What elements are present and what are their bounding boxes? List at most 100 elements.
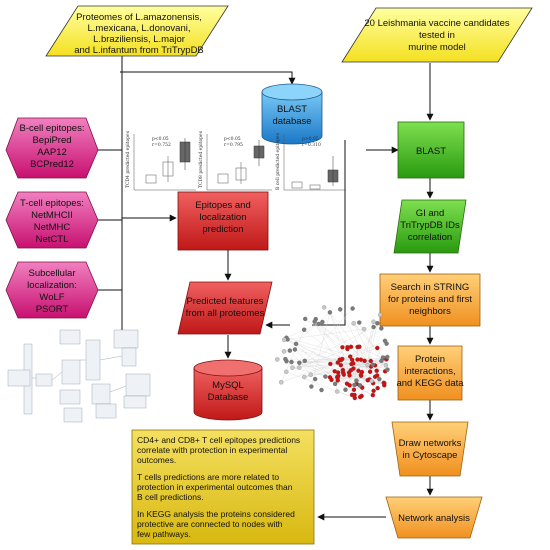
network-node bbox=[282, 337, 287, 342]
mysql-database: MySQL Database bbox=[193, 359, 263, 421]
network-node bbox=[284, 369, 289, 375]
network-node bbox=[357, 383, 363, 388]
network-node bbox=[375, 345, 380, 351]
network-node bbox=[308, 372, 313, 377]
network-node bbox=[312, 376, 318, 382]
network-edge bbox=[376, 359, 387, 371]
vaccine-line2: tested in bbox=[419, 30, 455, 41]
network-node bbox=[375, 385, 380, 391]
network-node bbox=[347, 373, 352, 378]
predicted-line1: Predicted features bbox=[186, 296, 263, 307]
network-node bbox=[281, 349, 287, 354]
network-node bbox=[380, 355, 386, 360]
network-node bbox=[351, 321, 356, 326]
network-node bbox=[327, 375, 333, 380]
network-node bbox=[340, 370, 346, 375]
boxplot-tcd4: TCD4 predicted epitopes p<0.05 r=0.752 bbox=[125, 130, 196, 191]
network-edge bbox=[329, 312, 348, 350]
network-node bbox=[347, 383, 352, 388]
subcellular-localization-tools: Subcellular localization: WoLF PSORT bbox=[5, 261, 99, 319]
network-node bbox=[303, 316, 308, 322]
mysql-line2: Database bbox=[208, 392, 249, 403]
proteomes-line4: and L.infantum from TriTrypDB bbox=[74, 45, 204, 56]
predicted-line2: from all proteomes bbox=[186, 308, 265, 319]
conclusion3-line1: In KEGG analysis the proteins considered bbox=[137, 509, 295, 519]
network-node bbox=[350, 306, 355, 311]
network-node bbox=[370, 392, 376, 398]
epitopes-line1: Epitopes and bbox=[195, 200, 250, 211]
network-node bbox=[321, 305, 327, 310]
network-node bbox=[327, 310, 333, 315]
subcell-line4: PSORT bbox=[36, 304, 69, 315]
conclusion1-line1: CD4+ and CD8+ T cell epitopes prediction… bbox=[137, 435, 300, 445]
gi-line2: TriTrypDB IDs bbox=[400, 220, 460, 231]
plot1-ylabel: TCD4 predicted epitopes bbox=[125, 130, 131, 188]
conclusion3-line2: protective are connected to nodes with bbox=[137, 519, 283, 529]
conclusion2-line2: protection in experimental outcomes than bbox=[137, 482, 293, 492]
network-edge bbox=[330, 321, 374, 365]
network-node bbox=[383, 363, 389, 368]
network-edge bbox=[335, 364, 373, 385]
network-edge bbox=[353, 323, 385, 359]
string-line3: neighbors bbox=[409, 306, 451, 317]
network-edge bbox=[353, 346, 358, 390]
network-node bbox=[337, 357, 342, 362]
string-search-step: Search in STRING for proteins and first … bbox=[379, 273, 481, 327]
cytoscape-step: Draw networks in Cytoscape bbox=[391, 421, 469, 477]
network-node bbox=[297, 360, 302, 365]
network-edge bbox=[311, 312, 331, 387]
network-node bbox=[352, 382, 357, 388]
blast-database: BLAST database bbox=[261, 83, 323, 145]
epitopes-prediction-step: Epitopes and localization prediction bbox=[177, 191, 269, 251]
network-node bbox=[357, 320, 362, 325]
network-node bbox=[287, 348, 293, 353]
vaccine-line3: murine model bbox=[408, 42, 466, 53]
tcell-line3: NetMHC bbox=[34, 222, 71, 233]
network-node bbox=[349, 361, 354, 367]
network-node bbox=[365, 362, 370, 368]
network-edge bbox=[359, 359, 387, 386]
network-node bbox=[382, 338, 388, 344]
network-edge bbox=[361, 321, 374, 373]
boxplot-tcd8: TCD8 predicted epitopes p<0.05 r=0.795 bbox=[198, 130, 272, 191]
network-node bbox=[301, 327, 307, 332]
network-node bbox=[355, 344, 360, 350]
network-node bbox=[354, 378, 359, 383]
network-node bbox=[275, 357, 280, 362]
tcell-line2: NetMHCII bbox=[31, 210, 73, 221]
interaction-line1: Protein bbox=[415, 354, 445, 365]
network-node bbox=[334, 389, 340, 394]
network-node bbox=[343, 387, 348, 392]
cytoscape-line1: Draw networks bbox=[399, 438, 462, 449]
plot1-box1 bbox=[145, 174, 157, 184]
network-node bbox=[293, 341, 299, 347]
interaction-line3: and KEGG data bbox=[396, 378, 464, 389]
network-node bbox=[319, 387, 324, 393]
network-edge bbox=[285, 358, 361, 360]
network-node bbox=[367, 369, 373, 374]
network-node bbox=[362, 358, 367, 364]
network-node bbox=[371, 324, 376, 330]
conclusions-box: CD4+ and CD8+ T cell epitopes prediction… bbox=[131, 429, 315, 545]
plot3-stat1: p>0.05 bbox=[302, 136, 319, 142]
connectors bbox=[98, 56, 434, 521]
network-node bbox=[302, 358, 307, 364]
network-edge bbox=[349, 385, 373, 396]
interaction-line2: interactions, bbox=[404, 366, 455, 377]
network-edge bbox=[353, 363, 377, 371]
subcell-line2: localization: bbox=[27, 280, 77, 291]
gi-line3: correlation bbox=[408, 232, 452, 243]
network-node bbox=[377, 376, 382, 382]
network-edge bbox=[294, 349, 377, 371]
network-edge bbox=[304, 308, 353, 362]
plot1-stat1: p<0.05 bbox=[152, 136, 169, 142]
network-edge bbox=[340, 309, 360, 347]
conclusion3-line3: few pathways. bbox=[137, 529, 191, 539]
plot3-box2 bbox=[309, 184, 321, 190]
blast-label: BLAST bbox=[416, 146, 446, 157]
bcell-epitopes-tools: B-cell epitopes: BepiPred AAP12 BCPred12 bbox=[5, 117, 99, 179]
bcell-line3: AAP12 bbox=[37, 147, 67, 158]
network-node bbox=[332, 381, 338, 387]
network-node bbox=[370, 362, 375, 367]
